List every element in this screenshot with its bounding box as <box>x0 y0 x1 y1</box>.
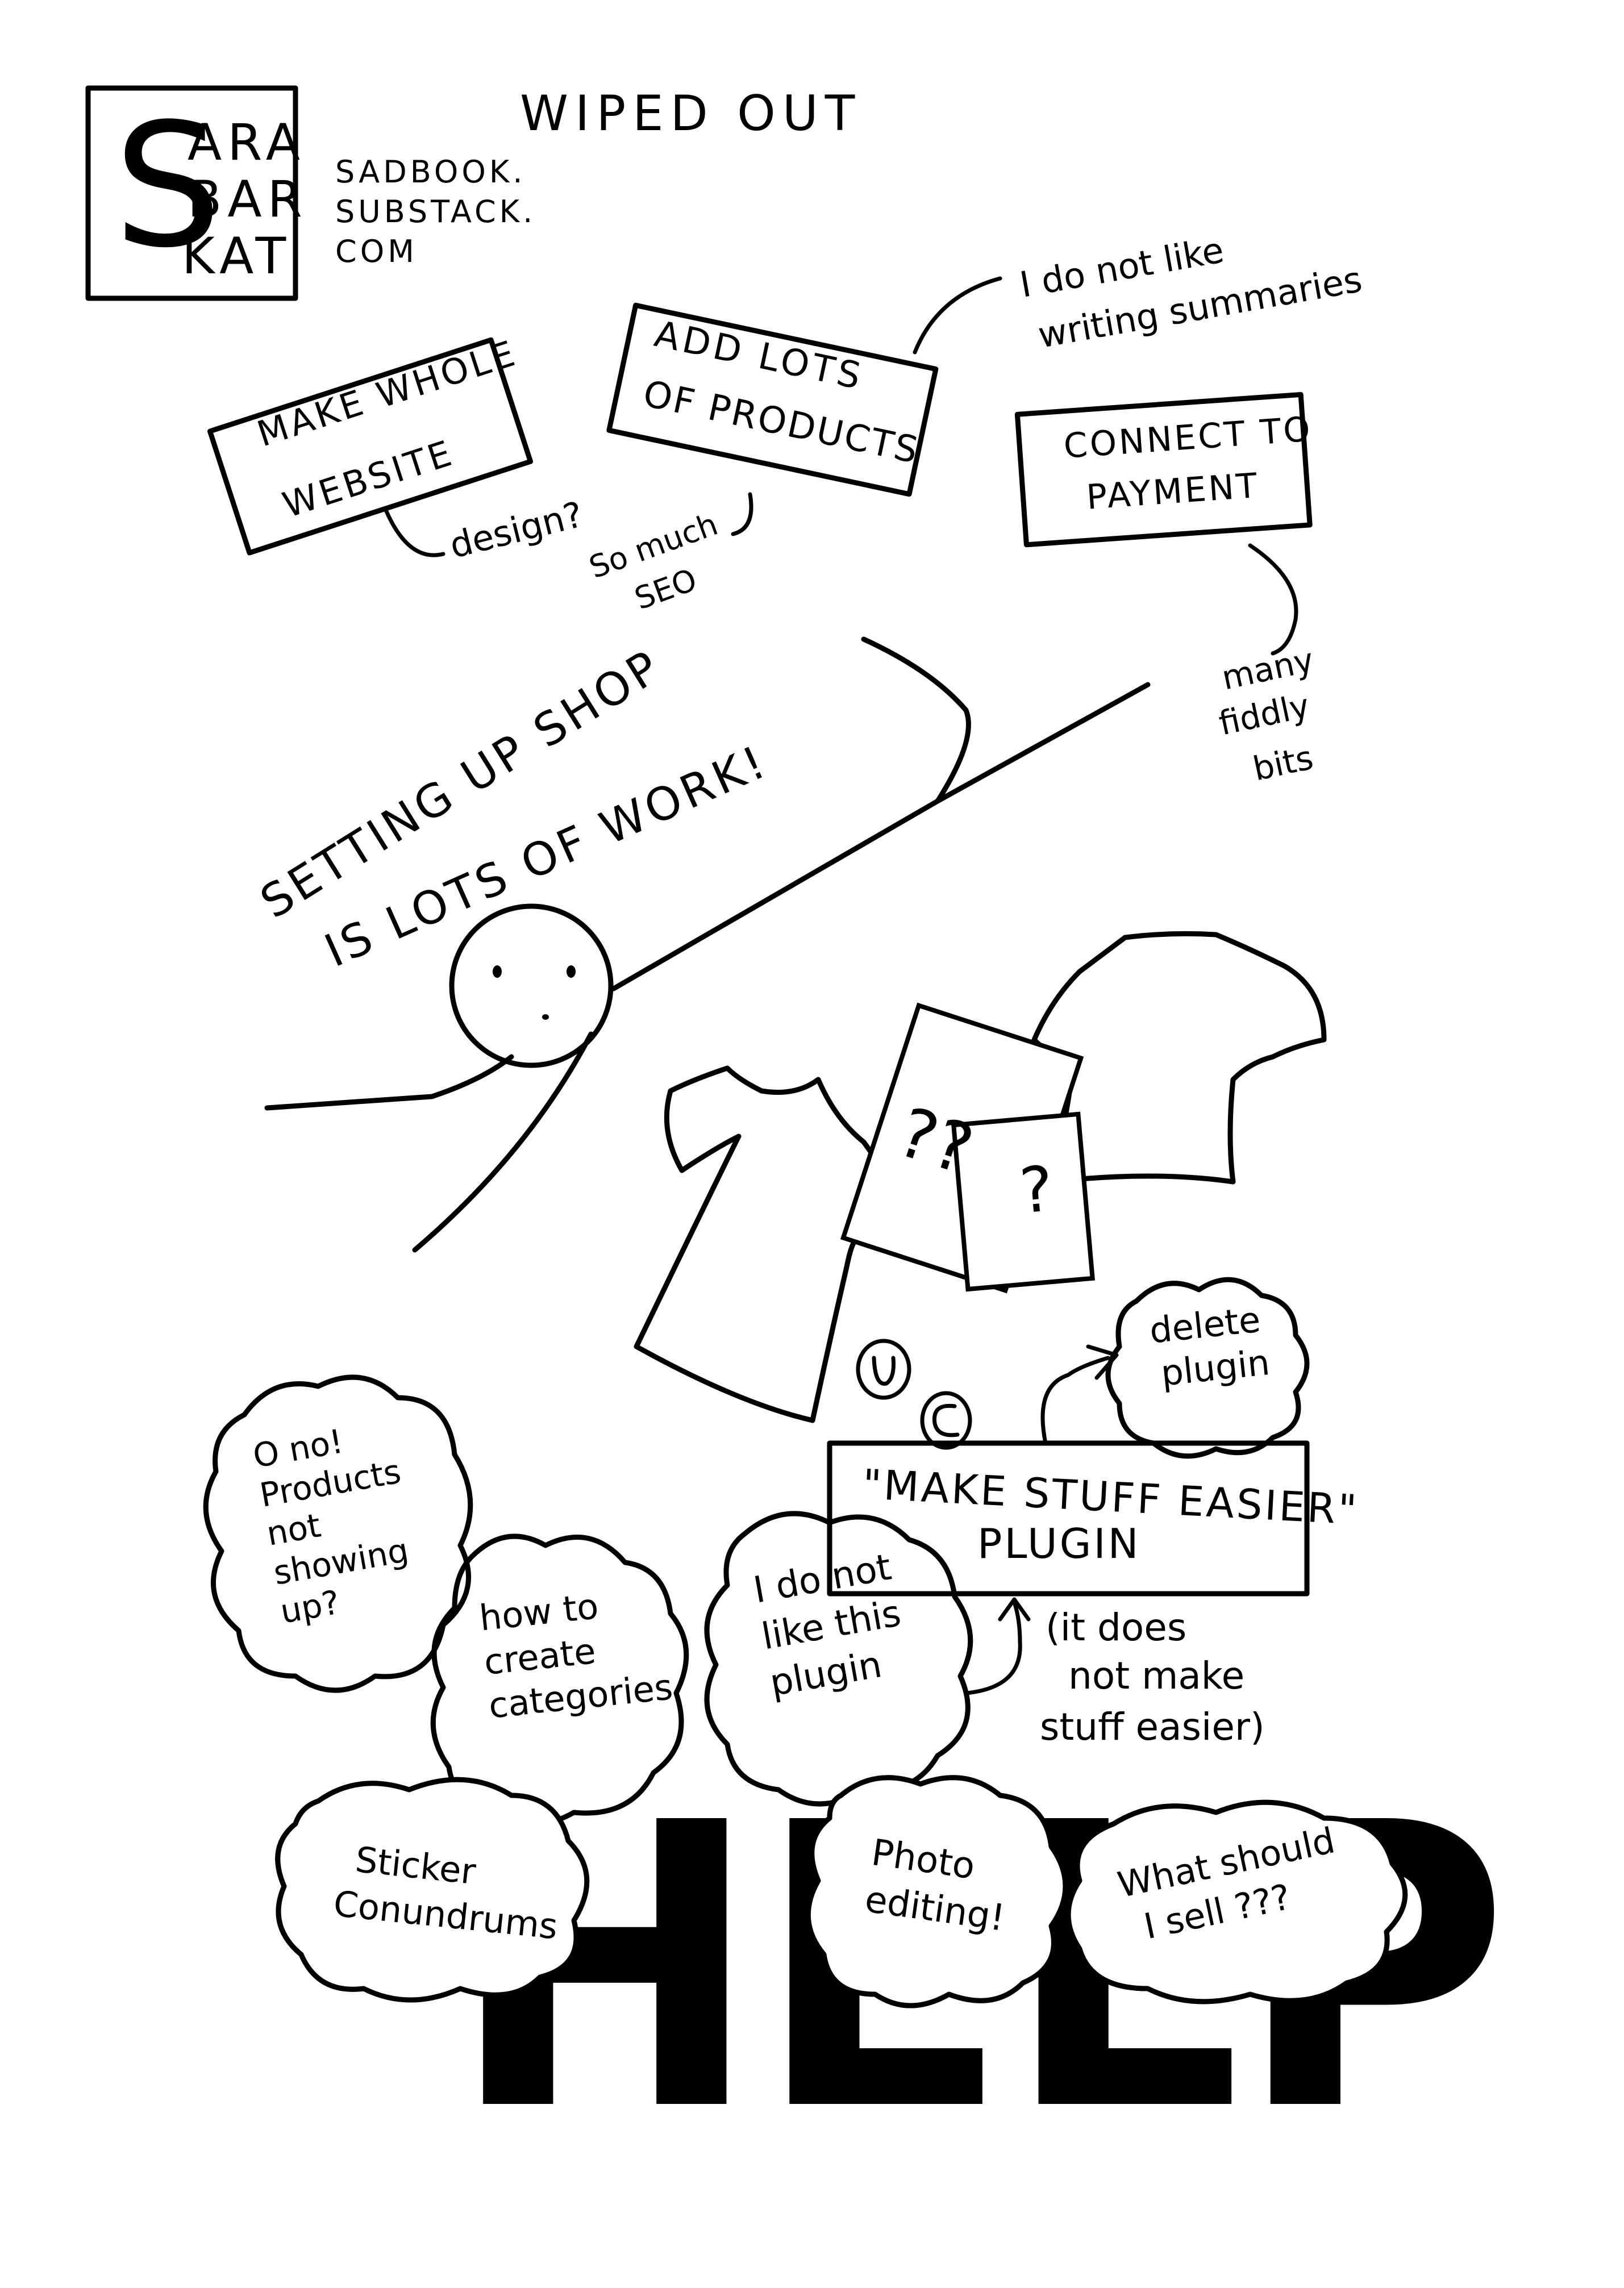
figure-head <box>449 903 614 1068</box>
plugin-aside-line3: stuff easier) <box>1040 1705 1265 1749</box>
page-title: WIPED OUT <box>520 85 862 142</box>
figure-eye-left <box>493 965 502 978</box>
coin-c <box>920 1391 972 1450</box>
connector-summaries <box>913 276 1002 355</box>
task-box-payment <box>1014 391 1313 548</box>
cloud-categories <box>430 1533 689 1827</box>
cloud-what-sell-front <box>1065 1799 1408 2004</box>
coin-u <box>856 1339 911 1400</box>
logo-letter-s: S <box>114 87 222 285</box>
task-box-website <box>207 337 534 556</box>
site-url-line2: SUBSTACK. <box>335 194 536 230</box>
figure-arm-left <box>264 1054 514 1111</box>
connector-design <box>384 509 445 557</box>
cloud-photo-front <box>805 1775 1068 2008</box>
figure-eye-right <box>567 965 576 978</box>
logo-line-ara: ARA <box>188 113 306 172</box>
plugin-box <box>827 1440 1310 1597</box>
arrow-to-plugin <box>964 1600 1022 1695</box>
site-url-line3: COM <box>335 234 418 269</box>
cloud-dislike-plugin <box>704 1511 973 1807</box>
tshirt-left <box>634 1065 923 1423</box>
plugin-aside-line2: not make <box>1068 1654 1245 1698</box>
logo-line-kat: KAT <box>182 227 292 285</box>
logo-frame <box>85 85 298 301</box>
connector-fiddly <box>1248 543 1298 656</box>
plugin-label-line2: PLUGIN <box>977 1520 1141 1568</box>
connector-seo <box>731 492 753 536</box>
figure-mouth <box>542 1014 549 1020</box>
plugin-aside-line1: (it does <box>1046 1606 1187 1649</box>
question-card-small <box>951 1111 1095 1292</box>
figure-leg-bottom <box>412 1031 594 1253</box>
cloud-products <box>203 1374 473 1693</box>
cloud-delete-plugin <box>1105 1277 1310 1459</box>
cloud-sticker-front <box>275 1777 590 2003</box>
arrow-to-delete <box>1040 1356 1110 1445</box>
logo-line-bar: BAR <box>188 170 308 228</box>
task-box-products <box>606 302 939 497</box>
figure-leg-top <box>861 636 971 804</box>
tshirt-right <box>1031 931 1327 1185</box>
site-url-line1: SADBOOK. <box>335 154 526 190</box>
cloud-photo-text: Photo editing! <box>862 1831 1007 1940</box>
